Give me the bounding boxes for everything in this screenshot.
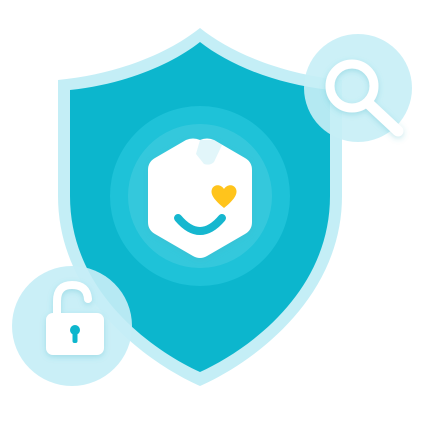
smile-icon bbox=[174, 214, 226, 235]
heart-icon bbox=[211, 185, 237, 208]
magnifier-lens bbox=[325, 59, 379, 113]
unlock-icon bbox=[12, 266, 132, 386]
badge-face bbox=[148, 138, 252, 258]
badge-fold bbox=[196, 140, 222, 165]
search-icon bbox=[304, 34, 412, 142]
lock-keyhole bbox=[70, 325, 80, 335]
smiley-badge-icon bbox=[148, 138, 252, 258]
lock-shackle bbox=[53, 280, 92, 320]
lock-keyhole-slot bbox=[72, 331, 78, 343]
magnifier-handle bbox=[362, 97, 404, 137]
